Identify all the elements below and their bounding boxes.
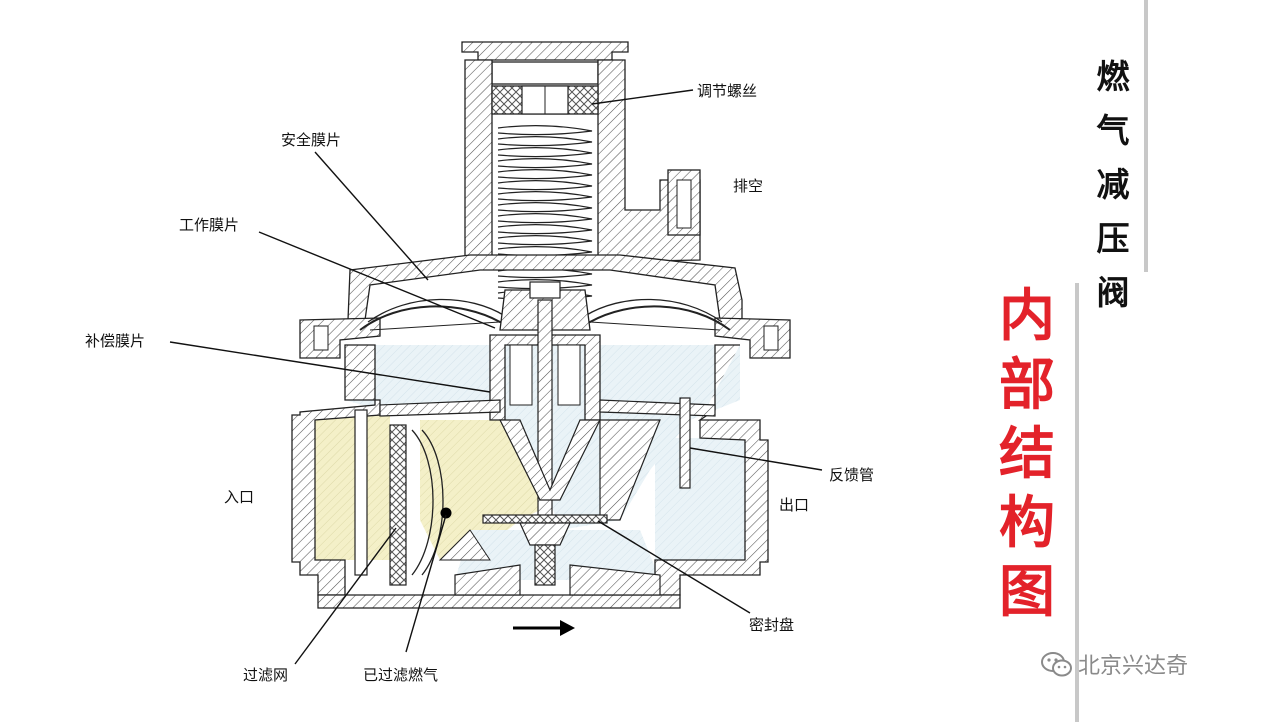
- wechat-icon: [1041, 652, 1072, 677]
- flow-arrow: [513, 620, 575, 636]
- spring-coil: [497, 125, 593, 136]
- leader-lines: [169, 89, 823, 665]
- filtered-gas-dot: [440, 507, 452, 519]
- main-title-char: 压: [1096, 219, 1130, 258]
- filter-mesh-part: [389, 424, 407, 586]
- watermark: 北京兴达奇: [1040, 648, 1188, 680]
- label-adjust-screw: 调节螺丝: [697, 82, 758, 100]
- spring-coil: [497, 136, 593, 147]
- label-safety-diaphragm: 安全膜片: [281, 131, 342, 149]
- valve-cone: [499, 419, 601, 501]
- spring-coil: [497, 147, 593, 158]
- body-bottom: [317, 594, 681, 609]
- spring-housing-left: [464, 59, 493, 263]
- main-title-char: 减: [1096, 165, 1130, 204]
- sub-title-char: 内: [999, 284, 1055, 349]
- seal-disc-part: [482, 514, 608, 524]
- main-title-char: 气: [1096, 111, 1130, 150]
- body-right-wall: [654, 344, 769, 596]
- spring-coil: [497, 180, 593, 191]
- label-outlet: 出口: [779, 496, 810, 514]
- spring-coil: [497, 202, 593, 213]
- spring-coil: [497, 158, 593, 169]
- label-vent: 排空: [733, 177, 764, 195]
- label-compensation-diaphragm: 补偿膜片: [85, 332, 146, 350]
- upper-dome: [347, 254, 743, 321]
- main-title-char: 燃: [1096, 57, 1130, 96]
- compensation-chamber: [489, 334, 601, 421]
- label-feedback-tube: 反馈管: [829, 466, 875, 484]
- sub-title-char: 结: [999, 422, 1055, 487]
- feedback-tube-part: [679, 397, 691, 489]
- sub-title-char: 构: [999, 491, 1055, 556]
- watermark-text: 北京兴达奇: [1078, 654, 1189, 679]
- sub-title: 内 部 结 构 图: [995, 282, 1059, 627]
- spring-coil: [497, 279, 593, 290]
- main-title-char: 阀: [1096, 273, 1130, 312]
- sub-title-char: 图: [999, 560, 1055, 625]
- sub-title-char: 部: [999, 353, 1055, 418]
- label-inlet: 入口: [224, 488, 255, 506]
- spring-coil: [497, 246, 593, 257]
- label-filtered-gas: 已过滤燃气: [363, 666, 439, 684]
- label-working-diaphragm: 工作膜片: [179, 216, 240, 234]
- top-cap: [461, 41, 629, 61]
- spring-coil: [497, 224, 593, 235]
- spring: [497, 125, 593, 301]
- divider-top: [1144, 0, 1148, 272]
- spring-coil: [497, 235, 593, 246]
- divider-bottom: [1075, 283, 1079, 722]
- spring-coil: [497, 213, 593, 224]
- spring-coil: [497, 191, 593, 202]
- outlet-port-region: [655, 438, 760, 563]
- label-seal-disc: 密封盘: [749, 616, 795, 634]
- spring-coil: [497, 169, 593, 180]
- label-filter-mesh: 过滤网: [243, 666, 289, 684]
- filter-screen-1: [354, 409, 368, 576]
- main-title: 燃 气 减 压 阀: [1093, 50, 1133, 320]
